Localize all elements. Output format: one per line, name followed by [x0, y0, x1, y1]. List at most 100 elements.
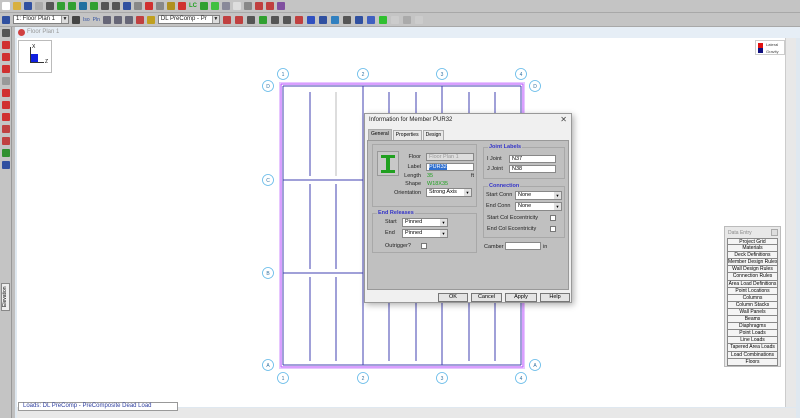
load-icon[interactable]: [222, 15, 231, 24]
solve-icon[interactable]: [178, 2, 186, 10]
end-release-select[interactable]: Pinned▼: [402, 229, 448, 238]
rect2-tool-icon[interactable]: [1, 89, 10, 97]
data-entry-item[interactable]: Connection Rules: [727, 273, 778, 281]
disabled-icon[interactable]: [233, 2, 241, 10]
data-entry-item[interactable]: Point Loads: [727, 330, 778, 338]
save-icon[interactable]: [24, 2, 32, 10]
start-conn-select[interactable]: None▼: [515, 191, 562, 200]
fit-icon[interactable]: [135, 15, 144, 24]
spreadsheet-icon[interactable]: [167, 2, 175, 10]
wall-view-icon[interactable]: [366, 15, 375, 24]
beam2-tool-icon[interactable]: [1, 77, 10, 85]
beam-draw-icon[interactable]: [282, 15, 291, 24]
data-entry-item[interactable]: Wall Design Rules: [727, 266, 778, 274]
data-entry-item[interactable]: Load Combinations: [727, 351, 778, 359]
color-icon[interactable]: [318, 15, 327, 24]
save-file-icon[interactable]: [123, 2, 131, 10]
print-icon[interactable]: [46, 2, 54, 10]
tab-general[interactable]: General: [368, 129, 392, 140]
horizontal-scrollbar[interactable]: [17, 408, 796, 418]
data-entry-item[interactable]: Project Grid: [727, 238, 778, 246]
deck-icon[interactable]: [294, 15, 303, 24]
tab-design[interactable]: Design: [422, 130, 445, 140]
outrigger-checkbox[interactable]: [421, 243, 427, 249]
line-tool-icon[interactable]: [1, 65, 10, 73]
diaphragm-icon[interactable]: [378, 15, 387, 24]
j-joint-field[interactable]: N38: [509, 165, 556, 173]
data-entry-item[interactable]: Columns: [727, 294, 778, 302]
globe-icon[interactable]: [79, 2, 87, 10]
close-icon[interactable]: [771, 229, 778, 236]
beam-icon[interactable]: [101, 2, 109, 10]
plan-view-button[interactable]: Pln: [92, 16, 100, 23]
zoom-in-icon[interactable]: [102, 15, 111, 24]
panel-icon[interactable]: [222, 2, 230, 10]
orientation-select[interactable]: Strong Axis▼: [426, 188, 472, 197]
joint-tool-icon[interactable]: [1, 137, 10, 145]
load-select[interactable]: DL PreComp - Pr▼: [157, 15, 220, 24]
rotate-icon[interactable]: [414, 15, 423, 24]
results2-icon[interactable]: [266, 2, 274, 10]
close-icon[interactable]: ✕: [560, 115, 567, 124]
data-entry-item[interactable]: Wall Panels: [727, 308, 778, 317]
zoom-box-icon[interactable]: [124, 15, 133, 24]
refresh-icon[interactable]: [234, 15, 243, 24]
iso-view-button[interactable]: Iso: [83, 16, 90, 23]
vertical-scrollbar[interactable]: [785, 38, 796, 407]
data-entry-item[interactable]: Beams: [727, 316, 778, 324]
frame-icon[interactable]: [342, 15, 351, 24]
load-combo-icon[interactable]: [200, 2, 208, 10]
rect-tool-icon[interactable]: [1, 41, 10, 49]
load-combination-button[interactable]: LC: [189, 3, 197, 9]
data-entry-item[interactable]: Point Locations: [727, 287, 778, 295]
end-ecc-checkbox[interactable]: [550, 226, 556, 232]
elevation-tab[interactable]: Elevation: [1, 283, 10, 311]
cancel-button[interactable]: Cancel: [471, 293, 502, 302]
end-conn-select[interactable]: None▼: [515, 202, 562, 211]
grid-snap-icon[interactable]: [390, 15, 399, 24]
results-icon[interactable]: [255, 2, 263, 10]
help-button[interactable]: Help: [540, 293, 570, 302]
window-icon[interactable]: [2, 15, 10, 24]
edit-icon[interactable]: [146, 15, 155, 24]
copy-icon[interactable]: [35, 2, 43, 10]
panel-view-icon[interactable]: [354, 15, 363, 24]
floor-select[interactable]: 1: Floor Plan 1▼: [13, 15, 69, 24]
line2-tool-icon[interactable]: [1, 113, 10, 121]
wall-icon[interactable]: [134, 2, 142, 10]
graphics-icon[interactable]: [246, 15, 255, 24]
ok-button[interactable]: OK: [438, 293, 468, 302]
data-entry-item[interactable]: Diaphragms: [727, 323, 778, 331]
model-icon[interactable]: [90, 2, 98, 10]
data-entry-item[interactable]: Line Loads: [727, 337, 778, 345]
i-joint-field[interactable]: N37: [509, 155, 556, 163]
data-entry-header[interactable]: Data Entry: [725, 227, 780, 238]
data-entry-item[interactable]: Materials: [727, 245, 778, 253]
clock-icon[interactable]: [330, 15, 339, 24]
lock-tool-icon[interactable]: [1, 161, 10, 169]
green-square-icon[interactable]: [211, 2, 219, 10]
open-folder-icon[interactable]: [13, 2, 21, 10]
circle-tool-icon[interactable]: [1, 53, 10, 61]
beam-tool-icon[interactable]: [1, 29, 10, 37]
member-tool-icon[interactable]: [1, 125, 10, 133]
camber-field[interactable]: [505, 242, 541, 250]
start-release-select[interactable]: Pinned▼: [402, 218, 448, 227]
report-icon[interactable]: [244, 2, 252, 10]
undo-icon[interactable]: [57, 2, 65, 10]
data-entry-item[interactable]: Column Stacks: [727, 301, 778, 309]
north-icon[interactable]: [258, 15, 267, 24]
window-titlebar[interactable]: Floor Plan 1: [15, 27, 800, 38]
apply-button[interactable]: Apply: [505, 293, 537, 302]
circle2-tool-icon[interactable]: [1, 101, 10, 109]
settings-icon[interactable]: [277, 2, 285, 10]
camera-icon[interactable]: [72, 15, 80, 24]
data-entry-item[interactable]: Tapered Area Loads: [727, 344, 778, 352]
redo-icon[interactable]: [68, 2, 76, 10]
support-tool-icon[interactable]: [1, 149, 10, 157]
start-ecc-checkbox[interactable]: [550, 215, 556, 221]
delete-icon[interactable]: [145, 2, 153, 10]
zoom-out-icon[interactable]: [113, 15, 122, 24]
data-entry-item[interactable]: Floors: [727, 358, 778, 366]
column-icon[interactable]: [270, 15, 279, 24]
